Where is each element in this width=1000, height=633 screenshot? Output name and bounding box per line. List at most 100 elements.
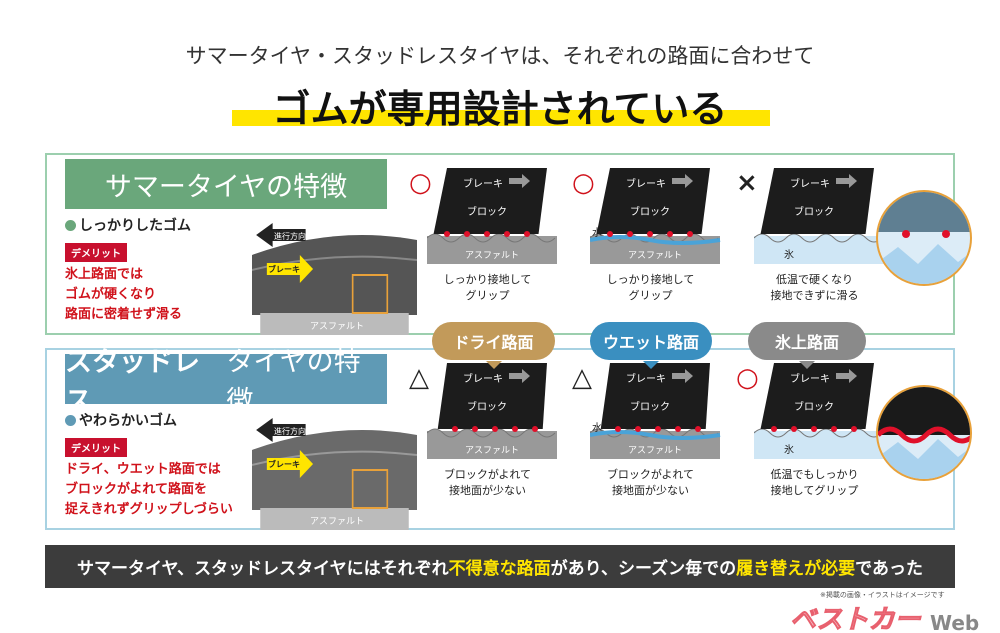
brake-label: ブレーキ (268, 265, 300, 274)
contact-diagram: ブレーキ ブロック アスファルト (426, 168, 567, 268)
road-label: アスファルト (310, 517, 365, 527)
caption-line: 低温で硬くなり (776, 273, 853, 286)
contact-diagram: ブレーキ ブロック 氷 (753, 363, 894, 463)
asphalt-label: アスファルト (465, 446, 520, 456)
caption-line: 接地面が少ない (449, 484, 526, 497)
block-label: ブロック (794, 402, 834, 413)
asphalt-label: アスファルト (465, 251, 520, 261)
diagram-caption: しっかり接地してグリップ (425, 272, 550, 304)
banner-text: があり、シーズン毎での (550, 559, 737, 579)
tire-illustration: 進行方向 ブレーキ アスファルト (251, 215, 418, 335)
direction-label: 進行方向 (274, 232, 306, 241)
block-contact-icon (753, 363, 884, 459)
banner-highlight: 履き替えが必要 (736, 559, 856, 579)
studless-feature: やわらかいゴム (65, 410, 177, 430)
block-label: ブロック (467, 402, 507, 413)
asphalt-label: アスファルト (628, 251, 683, 261)
zoom-detail-circle (876, 385, 972, 481)
block-label: ブロック (467, 207, 507, 218)
block-contact-icon (589, 363, 721, 459)
caption-line: しっかり接地して (606, 273, 695, 286)
block-label: ブロック (630, 402, 670, 413)
diagram-caption: ブロックがよれて接地面が少ない (588, 467, 713, 499)
svg-text:Web: Web (930, 611, 979, 633)
block-label: ブロック (794, 207, 834, 218)
water-label: 水 (592, 228, 602, 239)
rating-mark: ○ (736, 363, 759, 393)
zoom-detail-circle (876, 190, 972, 286)
block-contact-icon (589, 168, 721, 264)
tire-illustration: 進行方向 ブレーキ アスファルト (251, 410, 418, 530)
banner-text: サマータイヤ、スタッドレスタイヤにはそれぞれ (77, 559, 449, 579)
title-highlight (232, 110, 770, 126)
diagram-caption: しっかり接地してグリップ (588, 272, 713, 304)
feature-text: やわらかいゴム (79, 413, 177, 429)
rating-mark: △ (409, 363, 429, 393)
caption-line: 接地してグリップ (770, 484, 859, 497)
bullet-icon (65, 415, 76, 426)
summer-demerit-text: 氷上路面ではゴムが硬くなり路面に密着せず滑る (65, 265, 182, 325)
image-note: ※掲載の画像・イラストはイメージです (820, 591, 945, 599)
banner-text: であった (855, 559, 923, 579)
brake-label: ブレーキ (790, 374, 830, 385)
brake-label: ブレーキ (463, 179, 503, 190)
caption-line: 接地面が少ない (612, 484, 689, 497)
summer-feature: しっかりしたゴム (65, 215, 191, 235)
header-bold: スタッドレス (65, 347, 200, 417)
asphalt-label: アスファルト (628, 446, 683, 456)
studless-header: スタッドレスタイヤの特徴 (65, 347, 387, 417)
bullet-icon (65, 220, 76, 231)
line: 氷上路面では (65, 267, 144, 282)
svg-text:ベストカー: ベストカー (790, 605, 922, 633)
caption-line: ブロックがよれて (443, 468, 532, 481)
studless-demerit-text: ドライ、ウエット路面ではブロックがよれて路面を捉えきれずグリップしづらい (65, 460, 233, 520)
rating-mark: × (736, 168, 758, 198)
brake-label: ブレーキ (463, 374, 503, 385)
ice-label: 氷 (784, 445, 794, 456)
rating-mark: ○ (572, 168, 595, 198)
brake-label: ブレーキ (626, 374, 666, 385)
rating-mark: △ (572, 363, 592, 393)
ice-contact-zoom-icon (878, 387, 970, 479)
feature-text: しっかりしたゴム (79, 218, 191, 234)
diagram-caption: 低温でもしっかり接地してグリップ (752, 467, 877, 499)
banner-highlight: 不得意な路面 (448, 559, 551, 579)
block-label: ブロック (630, 207, 670, 218)
block-contact-icon (753, 168, 884, 264)
road-wet-label: ウエット路面 (590, 322, 712, 369)
summer-header: サマータイヤの特徴 (65, 159, 387, 209)
demerit-badge: デメリット (65, 438, 127, 457)
line: ブロックがよれて路面を (65, 482, 207, 497)
caption-line: グリップ (465, 289, 510, 302)
ice-label: 氷 (784, 250, 794, 261)
line: ゴムが硬くなり (65, 287, 157, 302)
summary-banner: サマータイヤ、スタッドレスタイヤにはそれぞれ不得意な路面があり、シーズン毎での履… (45, 545, 955, 588)
contact-diagram: ブレーキ ブロック アスファルト (426, 363, 567, 463)
tire-icon (251, 418, 418, 530)
contact-diagram: ブレーキ ブロック アスファルト 水 (589, 363, 730, 463)
caption-line: 接地できずに滑る (770, 289, 859, 302)
studless-tire-panel: スタッドレスタイヤの特徴 やわらかいゴム デメリット ドライ、ウエット路面ではブ… (45, 347, 955, 530)
road-dry-label: ドライ路面 (432, 322, 555, 369)
caption-line: 低温でもしっかり (770, 468, 859, 481)
contact-diagram: ブレーキ ブロック アスファルト 水 (589, 168, 730, 268)
brake-label: ブレーキ (790, 179, 830, 190)
block-contact-icon (426, 363, 557, 459)
demerit-badge: デメリット (65, 243, 127, 262)
road-label: アスファルト (310, 322, 365, 332)
direction-label: 進行方向 (274, 427, 306, 436)
brake-label: ブレーキ (268, 460, 300, 469)
rating-mark: ○ (409, 168, 432, 198)
page-title: ゴムが専用設計されている (272, 87, 728, 131)
caption-line: ブロックがよれて (606, 468, 695, 481)
diagram-caption: ブロックがよれて接地面が少ない (425, 467, 550, 499)
tire-icon (251, 223, 418, 335)
diagram-caption: 低温で硬くなり接地できずに滑る (752, 272, 877, 304)
contact-diagram: ブレーキ ブロック 氷 (753, 168, 894, 268)
water-label: 水 (592, 423, 602, 434)
summer-tire-panel: サマータイヤの特徴 しっかりしたゴム デメリット 氷上路面ではゴムが硬くなり路面… (45, 153, 955, 335)
ice-contact-zoom-icon (878, 192, 970, 284)
subtitle: サマータイヤ・スタッドレスタイヤは、それぞれの路面に合わせて (185, 44, 815, 68)
road-ice-label: 氷上路面 (748, 322, 866, 369)
caption-line: しっかり接地して (443, 273, 532, 286)
